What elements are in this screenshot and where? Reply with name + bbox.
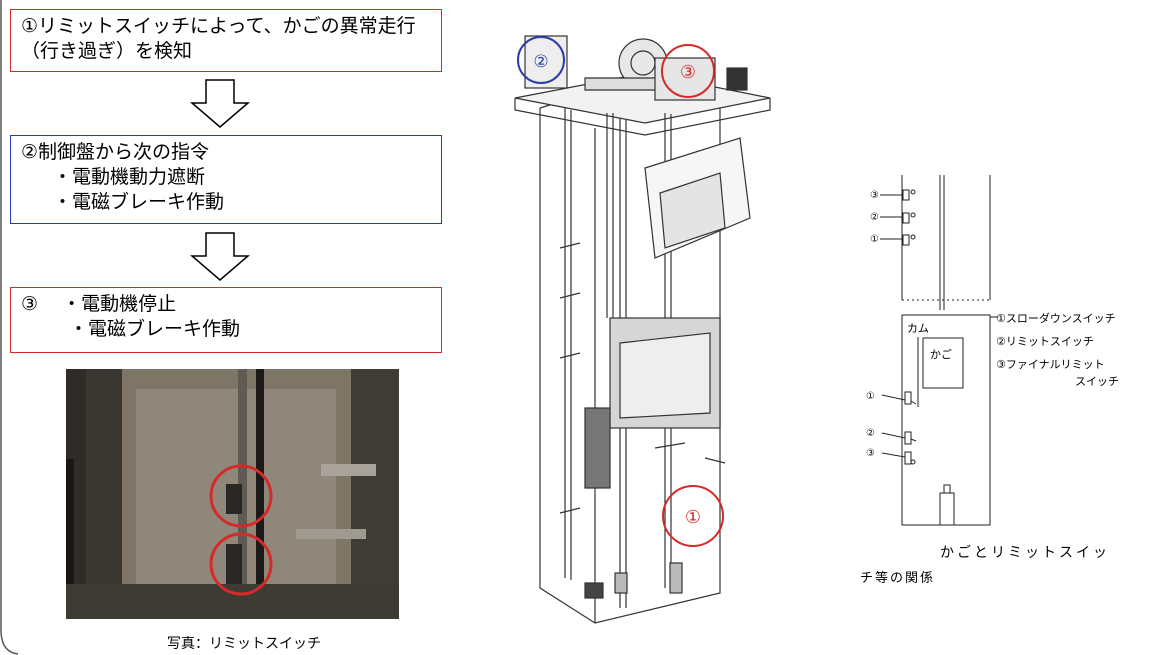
legend-item-1: ①スローダウンスイッチ [996,312,1116,325]
schem-bottom-3: ③ [866,448,875,459]
step2-title: ②制御盤から次の指令 [21,141,210,163]
marker-2: ② [533,52,548,72]
step3-box: ③ ・電動機停止 ・電磁ブレーキ作動 [10,287,442,353]
schem-top-1: ① [870,234,879,245]
legend-item-3: ③ファイナルリミット [996,358,1105,371]
legend-item-3-cont: スイッチ [1075,375,1119,388]
step1-line1: ①リミットスイッチによって、かごの異常走行 [21,15,416,37]
limit-switch-photo [66,369,399,619]
step2-item-2: ・電磁ブレーキ作動 [53,191,225,213]
schem-bottom-2: ② [866,428,875,439]
step3-number: ③ [21,293,39,315]
step1-line2: （行き過ぎ）を検知 [21,40,193,62]
schematic-caption-line1: かごとリミットスイッ [940,545,1110,561]
step2-item-1: ・電動機動力遮断 [53,166,206,188]
elevator-illustration: ② ③ ① [505,18,785,638]
schem-top-3: ③ [870,190,879,201]
step1-box: ①リミットスイッチによって、かごの異常走行 （行き過ぎ）を検知 [10,9,442,72]
switch-schematic: ③ ② ① ① ② ③ カム かご ①スローダウンスイッチ ②リミットスイッチ … [860,175,1165,605]
down-arrow-icon [190,79,250,128]
step2-box: ②制御盤から次の指令 ・電動機動力遮断 ・電磁ブレーキ作動 [10,135,442,224]
schem-top-2: ② [870,212,879,223]
cam-label: カム [907,322,929,335]
legend-item-2: ②リミットスイッチ [996,335,1094,348]
marker-3: ③ [680,62,696,83]
car-label: かご [930,347,952,361]
schematic-caption-line2: チ等の関係 [860,571,936,586]
step3-line1: ③ ・電動機停止 [21,292,431,317]
step3-item-1: ・電動機停止 [62,293,177,315]
down-arrow-icon [190,232,250,281]
marker-1: ① [685,507,701,528]
photo-caption: 写真：リミットスイッチ [167,636,321,652]
schem-bottom-1: ① [866,391,875,402]
step3-item-2: ・電磁ブレーキ作動 [69,318,241,340]
frame-border [0,0,19,655]
